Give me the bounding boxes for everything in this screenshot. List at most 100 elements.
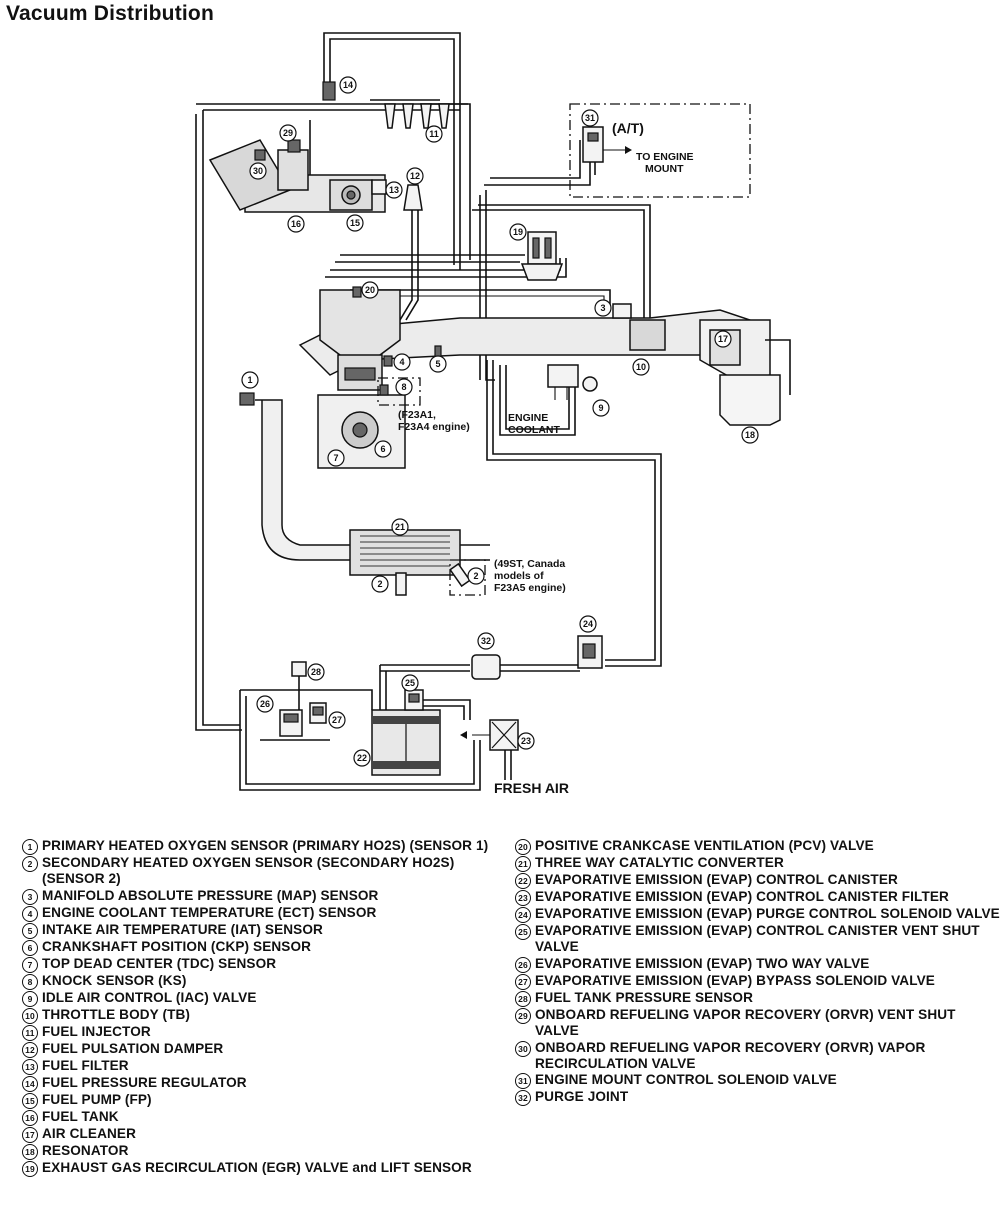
legend-num: 26	[515, 956, 531, 973]
legend-num: 6	[22, 939, 38, 956]
legend-num: 16	[22, 1109, 38, 1126]
svg-text:5: 5	[435, 359, 440, 369]
callout-25: 25	[401, 674, 419, 692]
legend-text: EVAPORATIVE EMISSION (EVAP) CONTROL CANI…	[535, 923, 980, 955]
legend-text: POSITIVE CRANKCASE VENTILATION (PCV) VAL…	[535, 838, 874, 853]
callout-26: 26	[256, 695, 274, 713]
legend-num: 23	[515, 890, 531, 906]
svg-text:13: 13	[389, 185, 399, 195]
callout-30: 30	[249, 162, 267, 180]
legend-text: KNOCK SENSOR (KS)	[42, 972, 187, 988]
svg-text:27: 27	[332, 715, 342, 725]
label-engine-coolant-2: COOLANT	[508, 424, 560, 436]
legend-num: 25	[515, 924, 531, 940]
legend-text: PURGE JOINT	[535, 1089, 629, 1105]
legend-text: THROTTLE BODY (TB)	[42, 1006, 191, 1022]
evap-canister	[260, 661, 519, 776]
engine	[298, 286, 751, 469]
callout-29: 29	[279, 124, 297, 142]
fuel-tank	[208, 139, 387, 213]
callout-14: 14	[339, 76, 357, 94]
annotations: (A/T) TO ENGINE MOUNT (F23A1, F23A4 engi…	[398, 120, 694, 796]
legend-text: EVAPORATIVE EMISSION (EVAP) BYPASS SOLEN…	[535, 972, 935, 988]
legend-num: 29	[515, 1007, 531, 1024]
legend-text: FUEL PRESSURE REGULATOR	[42, 1074, 247, 1090]
legend-text: PRIMARY HEATED OXYGEN SENSOR (PRIMARY HO…	[42, 838, 489, 853]
legend-num: 21	[515, 856, 531, 872]
callout-2-alt: 2	[467, 567, 485, 585]
svg-text:10: 10	[636, 362, 646, 372]
legend-text: ENGINE COOLANT TEMPERATURE (ECT) SENSOR	[42, 904, 377, 920]
svg-text:14: 14	[343, 80, 353, 90]
air-cleaner	[699, 319, 791, 426]
page-title: Vacuum Distribution	[6, 2, 214, 25]
legend-text: CRANKSHAFT POSITION (CKP) SENSOR	[42, 938, 312, 954]
label-engine-variant-2: F23A4 engine)	[398, 421, 470, 433]
callout-17: 17	[714, 330, 732, 348]
legend-item: 21 THREE WAY CATALYTIC CONVERTER	[515, 855, 1000, 872]
legend-num: 17	[22, 1126, 38, 1143]
callout-8: 8	[395, 378, 413, 396]
legend-text: THREE WAY CATALYTIC CONVERTER	[535, 855, 784, 870]
svg-text:3: 3	[600, 303, 605, 313]
legend-num: 19	[22, 1160, 38, 1177]
callout-5: 5	[429, 355, 447, 373]
label-models-3: F23A5 engine)	[494, 582, 566, 594]
callout-13: 13	[385, 181, 403, 199]
callout-22: 22	[353, 749, 371, 767]
callouts: 1 2 3 4 5 6 7 8 9 10 11 12 13 14 15 16 1…	[241, 76, 759, 767]
legend-text: EXHAUST GAS RECIRCULATION (EGR) VALVE an…	[42, 1159, 472, 1175]
svg-text:4: 4	[399, 357, 404, 367]
legend-num: 28	[515, 990, 531, 1007]
legend-num: 18	[22, 1143, 38, 1160]
callout-15: 15	[346, 214, 364, 232]
svg-text:26: 26	[260, 699, 270, 709]
svg-text:15: 15	[350, 218, 360, 228]
legend-text: EVAPORATIVE EMISSION (EVAP) TWO WAY VALV…	[535, 955, 870, 971]
legend-num: 7	[22, 956, 38, 973]
legend-num: 13	[22, 1058, 38, 1075]
legend-num: 5	[22, 922, 38, 939]
legend-num: 3	[22, 888, 38, 905]
callout-1: 1	[241, 371, 259, 389]
svg-text:30: 30	[253, 166, 263, 176]
legend-text: EVAPORATIVE EMISSION (EVAP) PURGE CONTRO…	[535, 906, 1000, 921]
label-to-engine-mount-2: MOUNT	[645, 163, 684, 175]
legend-num: 2	[22, 856, 38, 872]
label-fresh-air: FRESH AIR	[494, 780, 569, 796]
label-to-engine-mount-1: TO ENGINE	[636, 151, 694, 163]
svg-text:23: 23	[521, 736, 531, 746]
svg-text:24: 24	[583, 619, 593, 629]
fuel-injectors	[309, 81, 450, 175]
legend-num: 15	[22, 1092, 38, 1109]
legend-num: 4	[22, 905, 38, 922]
legend-text: TOP DEAD CENTER (TDC) SENSOR	[42, 955, 277, 971]
callout-3: 3	[594, 299, 612, 317]
fuel-pulsation-damper	[399, 184, 423, 321]
legend-text: FUEL TANK PRESSURE SENSOR	[535, 989, 754, 1005]
legend-text: AIR CLEANER	[42, 1125, 136, 1141]
legend-text: MANIFOLD ABSOLUTE PRESSURE (MAP) SENSOR	[42, 887, 379, 903]
svg-text:11: 11	[429, 129, 439, 139]
svg-text:7: 7	[333, 453, 338, 463]
legend-text: RESONATOR	[42, 1142, 129, 1158]
legend-text: EVAPORATIVE EMISSION (EVAP) CONTROL CANI…	[535, 872, 898, 887]
